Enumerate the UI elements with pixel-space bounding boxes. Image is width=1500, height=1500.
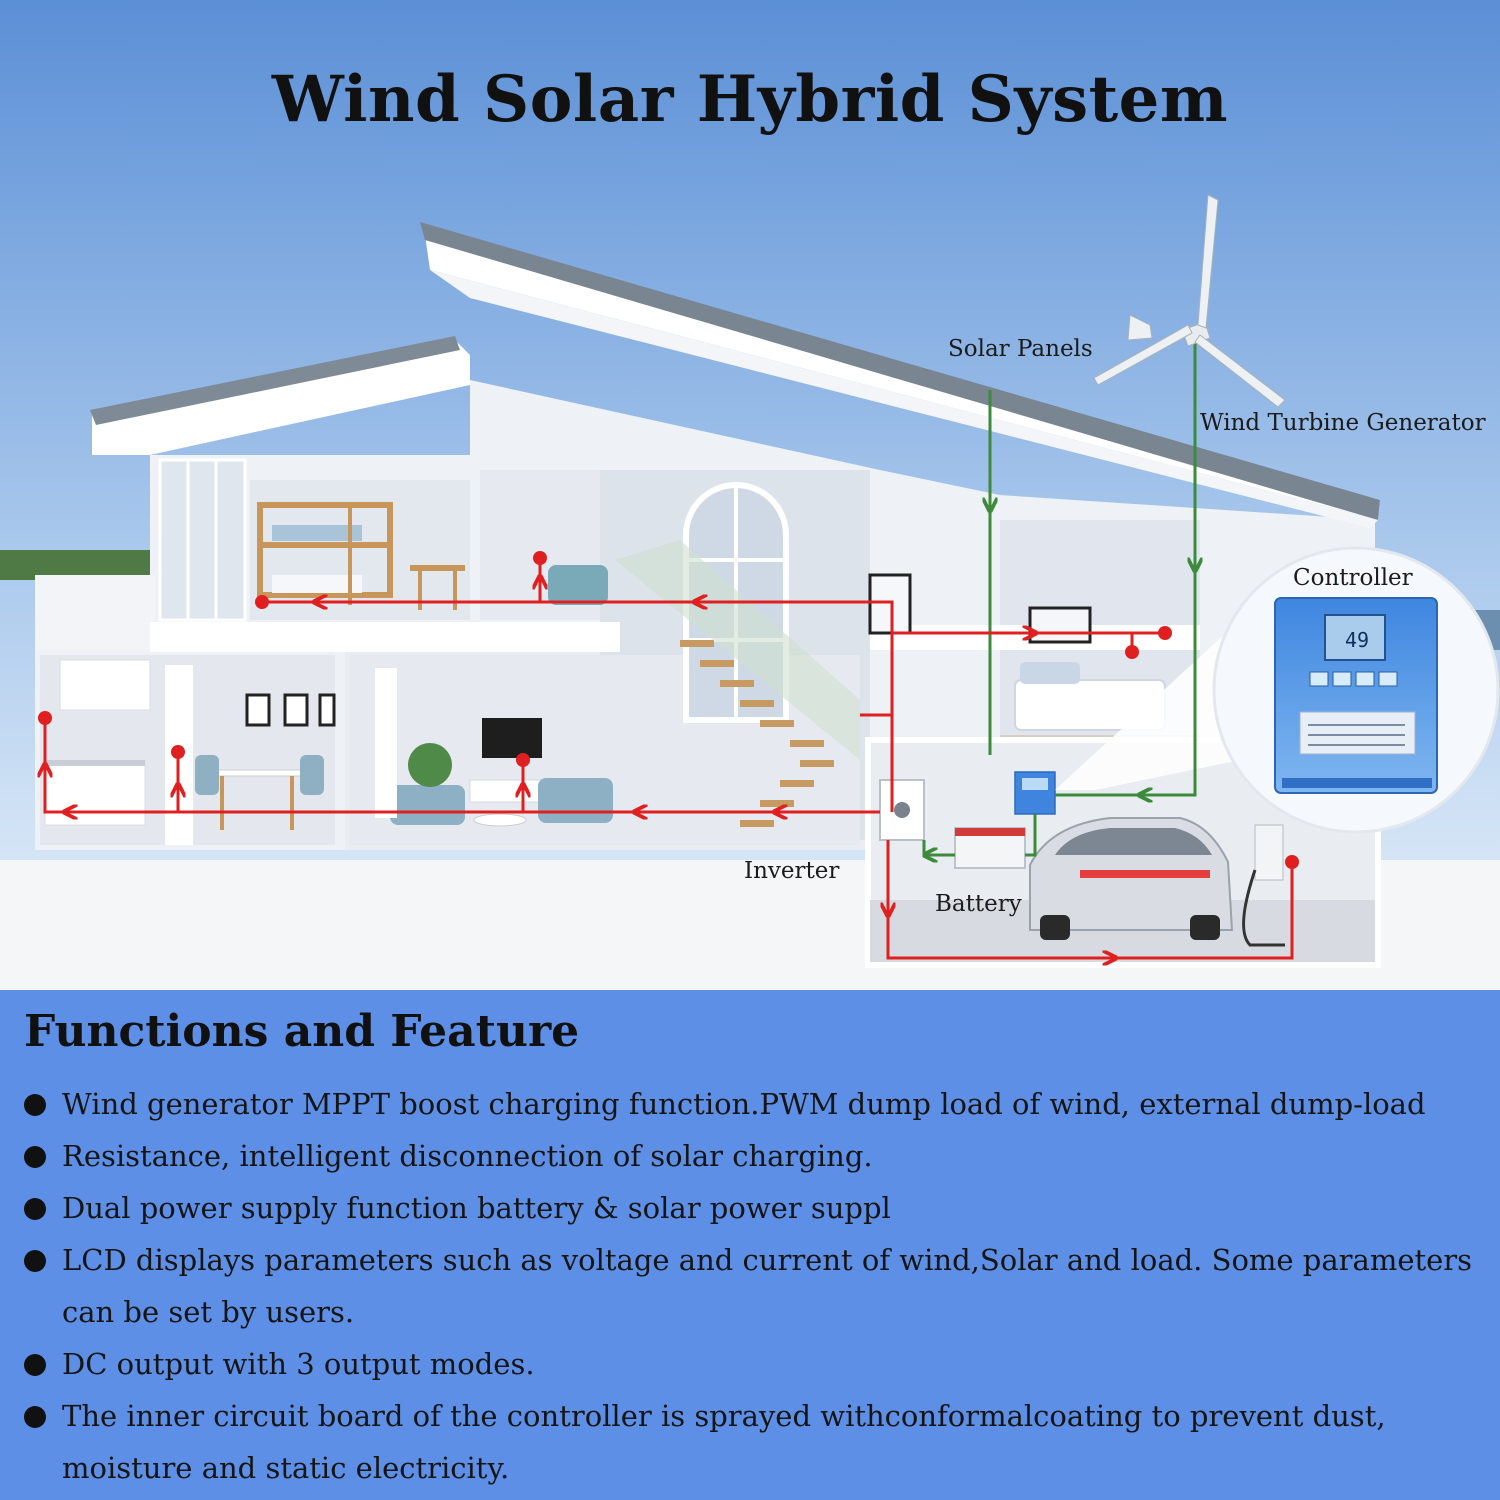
dining-table bbox=[211, 769, 303, 777]
stair-glass bbox=[615, 540, 860, 760]
label-solar-panels: Solar Panels bbox=[948, 336, 1093, 362]
outlet-dots bbox=[38, 551, 1299, 869]
left-terrace bbox=[35, 575, 155, 650]
features-list: Wind generator MPPT boost charging funct… bbox=[0, 1078, 1500, 1494]
plant bbox=[408, 743, 452, 787]
bullet-icon bbox=[24, 1198, 46, 1220]
feature-item: LCD displays parameters such as voltage … bbox=[0, 1234, 1500, 1338]
feature-text: Wind generator MPPT boost charging funct… bbox=[62, 1087, 1426, 1121]
floor-slab-left bbox=[150, 622, 620, 652]
upper-window-left bbox=[158, 458, 247, 622]
label-controller: Controller bbox=[1293, 565, 1413, 591]
kitchen-cabinets bbox=[59, 659, 151, 711]
feature-item: The inner circuit board of the controlle… bbox=[0, 1390, 1500, 1494]
dc-wiring bbox=[922, 390, 1197, 857]
sofa-right bbox=[538, 778, 613, 823]
controller-to-battery bbox=[1025, 814, 1037, 857]
feature-item: Resistance, intelligent disconnection of… bbox=[0, 1130, 1500, 1182]
label-battery: Battery bbox=[935, 891, 1022, 917]
feature-text: LCD displays parameters such as voltage … bbox=[62, 1243, 1473, 1329]
car bbox=[1029, 817, 1234, 940]
bullet-icon bbox=[24, 1094, 46, 1116]
bedroom-painting bbox=[1028, 606, 1092, 644]
feature-text: The inner circuit board of the controlle… bbox=[62, 1399, 1386, 1485]
sofa-left bbox=[390, 785, 465, 825]
feature-text: DC output with 3 output modes. bbox=[62, 1347, 535, 1381]
label-wind-turbine: Wind Turbine Generator bbox=[1200, 410, 1486, 436]
wall-frame bbox=[868, 573, 912, 635]
roof-main-tiles bbox=[420, 222, 1380, 520]
tv bbox=[482, 718, 542, 758]
feature-text: Resistance, intelligent disconnection of… bbox=[62, 1139, 873, 1173]
roof-left bbox=[92, 340, 470, 455]
controller-device bbox=[1274, 597, 1438, 794]
features-panel: Functions and Feature Wind generator MPP… bbox=[0, 990, 1500, 1500]
inverter-to-living bbox=[43, 718, 880, 814]
feature-item: DC output with 3 output modes. bbox=[0, 1338, 1500, 1390]
house-diagram bbox=[0, 0, 1500, 990]
label-inverter: Inverter bbox=[744, 858, 840, 884]
roof-main-soffit bbox=[430, 270, 1378, 528]
bullet-icon bbox=[24, 1146, 46, 1168]
feature-text: Dual power supply function battery & sol… bbox=[62, 1191, 891, 1225]
turbine-to-controller bbox=[1055, 560, 1197, 797]
ev-charger bbox=[1254, 824, 1284, 881]
staircase-riser bbox=[860, 713, 894, 812]
hero-illustration: Wind Solar Hybrid System Solar Panels Wi… bbox=[0, 0, 1500, 990]
feature-item: Wind generator MPPT boost charging funct… bbox=[0, 1078, 1500, 1130]
bullet-icon bbox=[24, 1250, 46, 1272]
features-heading: Functions and Feature bbox=[24, 1006, 580, 1057]
bullet-icon bbox=[24, 1354, 46, 1376]
page-title: Wind Solar Hybrid System bbox=[271, 62, 1229, 137]
bullet-icon bbox=[24, 1406, 46, 1428]
roof-left-tiles bbox=[90, 336, 460, 425]
staircase bbox=[680, 640, 834, 827]
kitchen-counter bbox=[44, 764, 146, 826]
ac-wiring bbox=[43, 560, 1294, 958]
controller-lcd-readout: 49 bbox=[1345, 628, 1370, 652]
room-kids bbox=[250, 480, 470, 620]
feature-item: Dual power supply function battery & sol… bbox=[0, 1182, 1500, 1234]
